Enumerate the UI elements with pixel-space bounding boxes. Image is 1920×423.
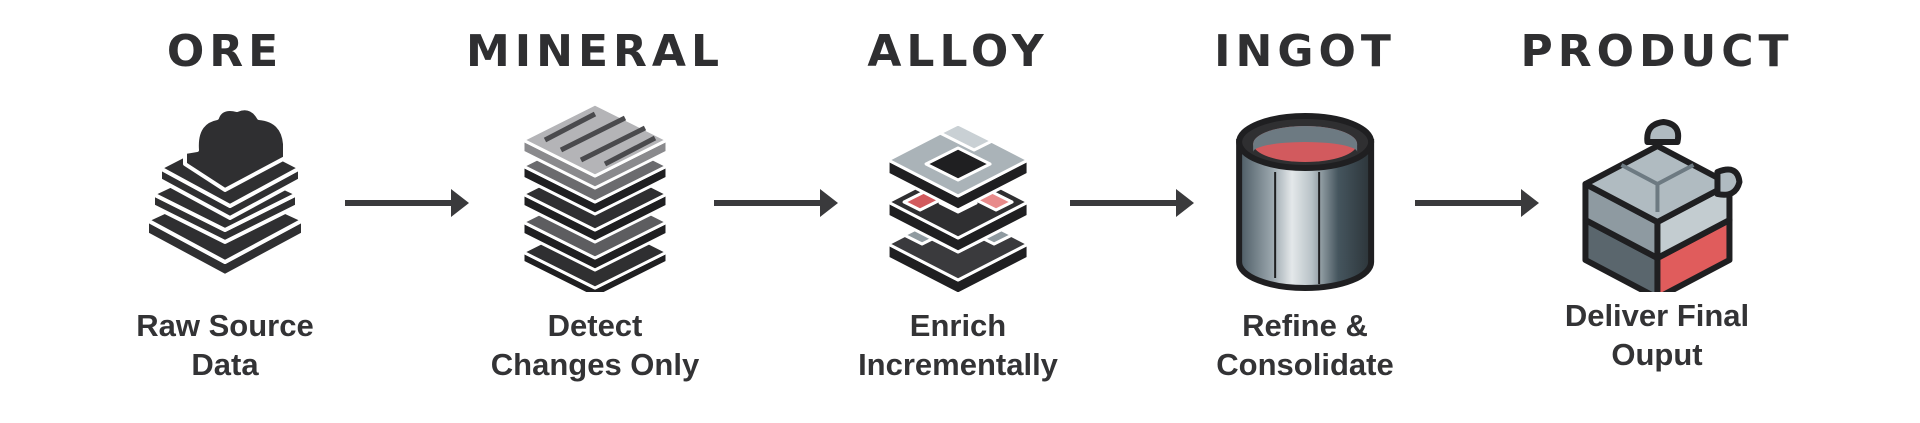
stage-product: PRODUCT Deliver Final Ouput bbox=[1520, 24, 1793, 374]
stage-caption: Deliver Final Ouput bbox=[1520, 296, 1793, 374]
stage-title: ORE bbox=[166, 26, 284, 77]
stage-ingot: INGOT Refine & Consolidate bbox=[1214, 24, 1396, 384]
stage-mineral: MINERAL bbox=[466, 24, 724, 384]
stage-caption: Raw Source Data bbox=[135, 306, 315, 384]
caption-line-2: Ouput bbox=[1611, 337, 1703, 372]
stage-title: PRODUCT bbox=[1520, 26, 1794, 77]
stacked-layers-icon bbox=[135, 102, 315, 292]
stage-alloy: ALLOY bbox=[858, 24, 1058, 384]
cylinder-icon bbox=[1215, 102, 1395, 292]
puzzle-block-icon bbox=[1567, 102, 1747, 301]
stage-caption: Detect Changes Only bbox=[466, 306, 724, 384]
patterned-layers-icon bbox=[868, 102, 1048, 296]
caption-line-1: Enrich bbox=[909, 308, 1007, 343]
stage-ore: ORE Raw Source Data bbox=[135, 24, 315, 384]
stage-caption: Refine & Consolidate bbox=[1214, 306, 1396, 384]
caption-line-2: Data bbox=[191, 347, 259, 382]
stage-caption: Enrich Incrementally bbox=[858, 306, 1058, 384]
striped-layers-icon bbox=[505, 102, 685, 300]
stage-title: ALLOY bbox=[867, 26, 1049, 77]
arrow-icon bbox=[1413, 183, 1543, 228]
stage-title: INGOT bbox=[1214, 26, 1396, 77]
caption-line-1: Raw Source bbox=[136, 308, 314, 343]
caption-line-1: Deliver Final bbox=[1564, 298, 1750, 333]
caption-line-2: Incrementally bbox=[858, 347, 1058, 382]
caption-line-2: Changes Only bbox=[490, 347, 700, 382]
arrow-icon bbox=[343, 183, 473, 228]
caption-line-1: Detect bbox=[547, 308, 643, 343]
caption-line-2: Consolidate bbox=[1216, 347, 1394, 382]
arrow-icon bbox=[1068, 183, 1198, 228]
arrow-icon bbox=[712, 183, 842, 228]
caption-line-1: Refine & bbox=[1242, 308, 1368, 343]
stage-title: MINERAL bbox=[465, 26, 725, 77]
